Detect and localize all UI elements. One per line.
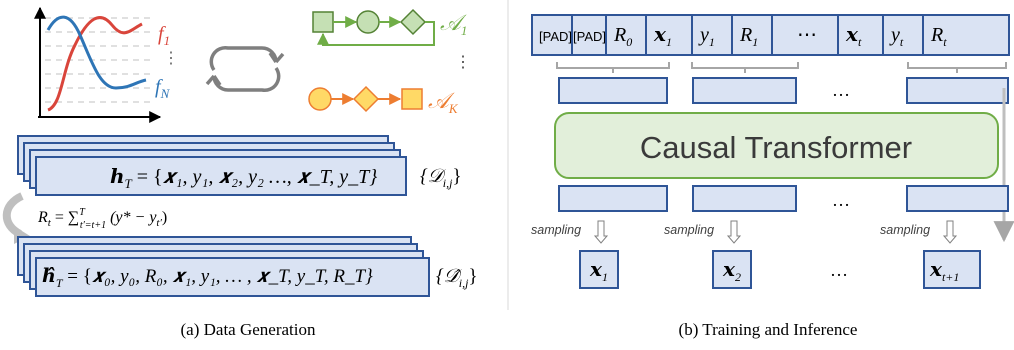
causal-transformer-label: Causal Transformer (640, 130, 912, 165)
embedding-box-3 (906, 77, 1009, 104)
token-2: R0 (613, 24, 632, 49)
curve-f1 (47, 16, 143, 112)
label-fN: fN (155, 76, 171, 101)
function-plot (34, 6, 162, 123)
sampled-ellipsis: … (830, 260, 848, 280)
token-1: [PAD] (573, 29, 606, 44)
embedding-box-2 (692, 77, 797, 104)
token-8: yt (889, 24, 904, 49)
svg-text:sampling: sampling (531, 223, 581, 237)
curve-fN (46, 15, 147, 90)
sampled-xt1-label: 𝒙t+1 (929, 259, 959, 284)
sampling-arrows: sampling sampling sampling (531, 220, 958, 244)
token-3: 𝒙1 (653, 24, 672, 49)
caption-b: (b) Training and Inference (679, 320, 858, 339)
output-box-2 (692, 185, 797, 212)
label-vdots-algorithms: ⋮ (455, 54, 471, 71)
sampled-x1-label: 𝒙1 (589, 259, 608, 284)
output-ellipsis: … (832, 190, 850, 210)
label-vdots-functions: ⋮ (163, 50, 179, 67)
embedding-box-1 (558, 77, 668, 104)
svg-text:sampling: sampling (664, 223, 714, 237)
augmented-history-text: 𝒉̂T = {𝒙₀, y₀, R₀, 𝒙₁, y₁, … , 𝒙_T, y_T,… (42, 266, 373, 290)
caption-a: (a) Data Generation (181, 320, 316, 339)
dataset-label: {𝒟i,j} (420, 166, 462, 190)
token-0: [PAD] (539, 29, 572, 44)
history-stack (17, 135, 407, 196)
sampled-x2-label: 𝒙2 (722, 259, 741, 284)
augmented-dataset-label: {𝒟̂i,j} (436, 266, 478, 290)
token-sequence: [PAD][PAD] R0 𝒙1 y1 R1 ⋯ 𝒙t yt Rt (531, 14, 1010, 56)
sampled-x1-box (579, 250, 619, 289)
causal-transformer-block (554, 112, 999, 179)
augmented-history-stack (17, 236, 430, 297)
algorithm-flow-ak (308, 85, 423, 113)
embedding-ellipsis: … (832, 80, 850, 100)
sampled-xt1-box (923, 250, 981, 289)
label-a1: 𝒜1 (440, 10, 467, 38)
output-box-3 (906, 185, 1009, 212)
history-text: 𝒉T = {𝒙₁, y₁, 𝒙₂, y₂ …, 𝒙_T, y_T} (110, 166, 377, 191)
cycle-icon (205, 45, 285, 93)
output-box-1 (558, 185, 668, 212)
label-f1: f1 (158, 23, 170, 48)
token-6: ⋯ (797, 24, 817, 46)
token-5: R1 (739, 24, 758, 49)
group-brackets (556, 62, 1007, 73)
sampled-x2-box (712, 250, 752, 289)
token-7: 𝒙t (845, 24, 862, 49)
label-ak: 𝒜K (428, 88, 459, 116)
token-4: y1 (698, 24, 715, 49)
token-9: Rt (930, 24, 947, 49)
algorithm-flow-a1 (312, 8, 435, 46)
svg-text:sampling: sampling (880, 223, 930, 237)
